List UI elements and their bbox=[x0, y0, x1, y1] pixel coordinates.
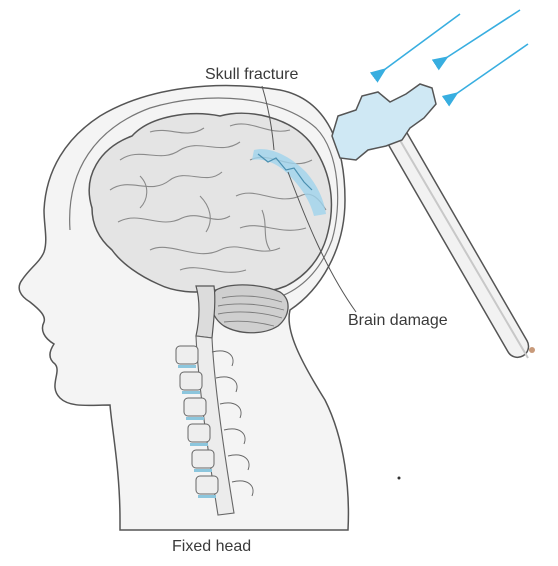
cerebellum bbox=[211, 285, 288, 333]
fixed-head-label: Fixed head bbox=[172, 538, 251, 556]
brainstem bbox=[196, 286, 215, 338]
arrow-icon bbox=[384, 14, 460, 70]
arrow-icon bbox=[456, 44, 528, 94]
hammer-head bbox=[332, 84, 436, 160]
brain-damage-label: Brain damage bbox=[348, 312, 448, 330]
handle-mark bbox=[529, 347, 535, 353]
skull-fracture-label: Skull fracture bbox=[205, 66, 298, 84]
arrow-icon bbox=[446, 10, 520, 58]
stray-dot bbox=[398, 477, 401, 480]
force-arrows bbox=[384, 10, 528, 94]
